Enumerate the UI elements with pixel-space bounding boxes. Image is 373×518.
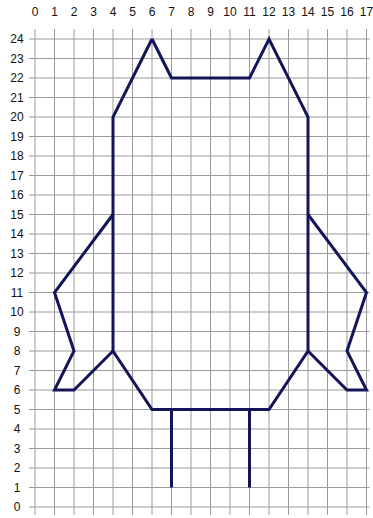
grid-line (347, 29, 348, 515)
figure-outline (55, 215, 114, 391)
grid-line (327, 29, 328, 515)
grid-line (210, 29, 211, 515)
axis-number: 5 (129, 5, 136, 19)
axis-number: 1 (51, 5, 58, 19)
grid-line (29, 136, 370, 137)
axis-number: 16 (340, 5, 353, 19)
grid-line (29, 292, 370, 293)
axis-number: 10 (10, 305, 23, 319)
grid-line (269, 29, 270, 515)
grid-line (152, 29, 153, 515)
grid-line (74, 29, 75, 515)
axis-number: 16 (10, 188, 23, 202)
axis-number: 11 (243, 5, 255, 19)
axis-number: 13 (282, 5, 295, 19)
grid-line (171, 29, 172, 515)
axis-number: 13 (10, 247, 23, 261)
axis-number: 10 (223, 5, 236, 19)
axis-number: 17 (10, 169, 23, 183)
figure-outline (113, 39, 308, 410)
grid-line (132, 29, 133, 515)
grid-line (29, 331, 370, 332)
grid-line (29, 156, 370, 157)
grid-line (54, 29, 55, 515)
axis-number: 7 (14, 364, 21, 378)
axis-number: 21 (10, 91, 23, 105)
grid (29, 29, 370, 515)
grid-line (29, 253, 370, 254)
axis-number: 14 (10, 227, 23, 241)
axis-number: 17 (360, 5, 373, 19)
grid-line (29, 468, 370, 469)
axis-number: 9 (207, 5, 214, 19)
axis-number: 12 (262, 5, 275, 19)
figure-outline (248, 410, 251, 488)
grid-line (29, 448, 370, 449)
axis-number: 2 (14, 461, 21, 475)
grid-line (93, 29, 94, 515)
grid-line (29, 487, 370, 488)
grid-line (29, 175, 370, 176)
axis-number: 19 (10, 130, 23, 144)
grid-line (29, 507, 370, 508)
axis-number: 0 (14, 500, 21, 514)
grid-line (288, 29, 289, 515)
grid-line (29, 39, 370, 40)
axis-number: 9 (14, 325, 21, 339)
axis-number: 12 (10, 266, 23, 280)
axis-number: 11 (11, 286, 23, 300)
axis-number: 0 (32, 5, 39, 19)
grid-line (29, 351, 370, 352)
grid-line (29, 58, 370, 59)
grid-line (29, 214, 370, 215)
axis-number: 15 (10, 208, 23, 222)
axis-number: 20 (10, 110, 23, 124)
grid-line (29, 273, 370, 274)
axis-number: 14 (301, 5, 314, 19)
grid-line (230, 29, 231, 515)
grid-line (29, 390, 370, 391)
owl-figure (55, 39, 367, 488)
figure-outline (170, 410, 173, 488)
grid-line (29, 117, 370, 118)
axis-number: 5 (14, 403, 21, 417)
axis-number: 24 (10, 32, 23, 46)
grid-line (366, 29, 367, 515)
grid-line (191, 29, 192, 515)
grid-line (29, 234, 370, 235)
grid-line (29, 195, 370, 196)
axis-number: 6 (149, 5, 156, 19)
grid-line (29, 97, 370, 98)
axis-number: 4 (14, 422, 21, 436)
grid-line (29, 429, 370, 430)
grid-line (29, 312, 370, 313)
axis-number: 6 (14, 383, 21, 397)
axis-number: 3 (14, 442, 21, 456)
axis-number: 23 (10, 52, 23, 66)
grid-line (35, 29, 36, 515)
axis-number: 8 (14, 344, 21, 358)
axis-number: 2 (71, 5, 78, 19)
axis-number: 7 (168, 5, 175, 19)
grid-line (249, 29, 250, 515)
axis-number: 15 (321, 5, 334, 19)
axis-number: 1 (14, 481, 21, 495)
axis-number: 3 (90, 5, 97, 19)
axis-number: 8 (188, 5, 195, 19)
axis-number: 4 (110, 5, 117, 19)
axis-number: 18 (10, 149, 23, 163)
grid-line (29, 370, 370, 371)
figure-outline (308, 215, 367, 391)
axis-number: 22 (10, 71, 23, 85)
